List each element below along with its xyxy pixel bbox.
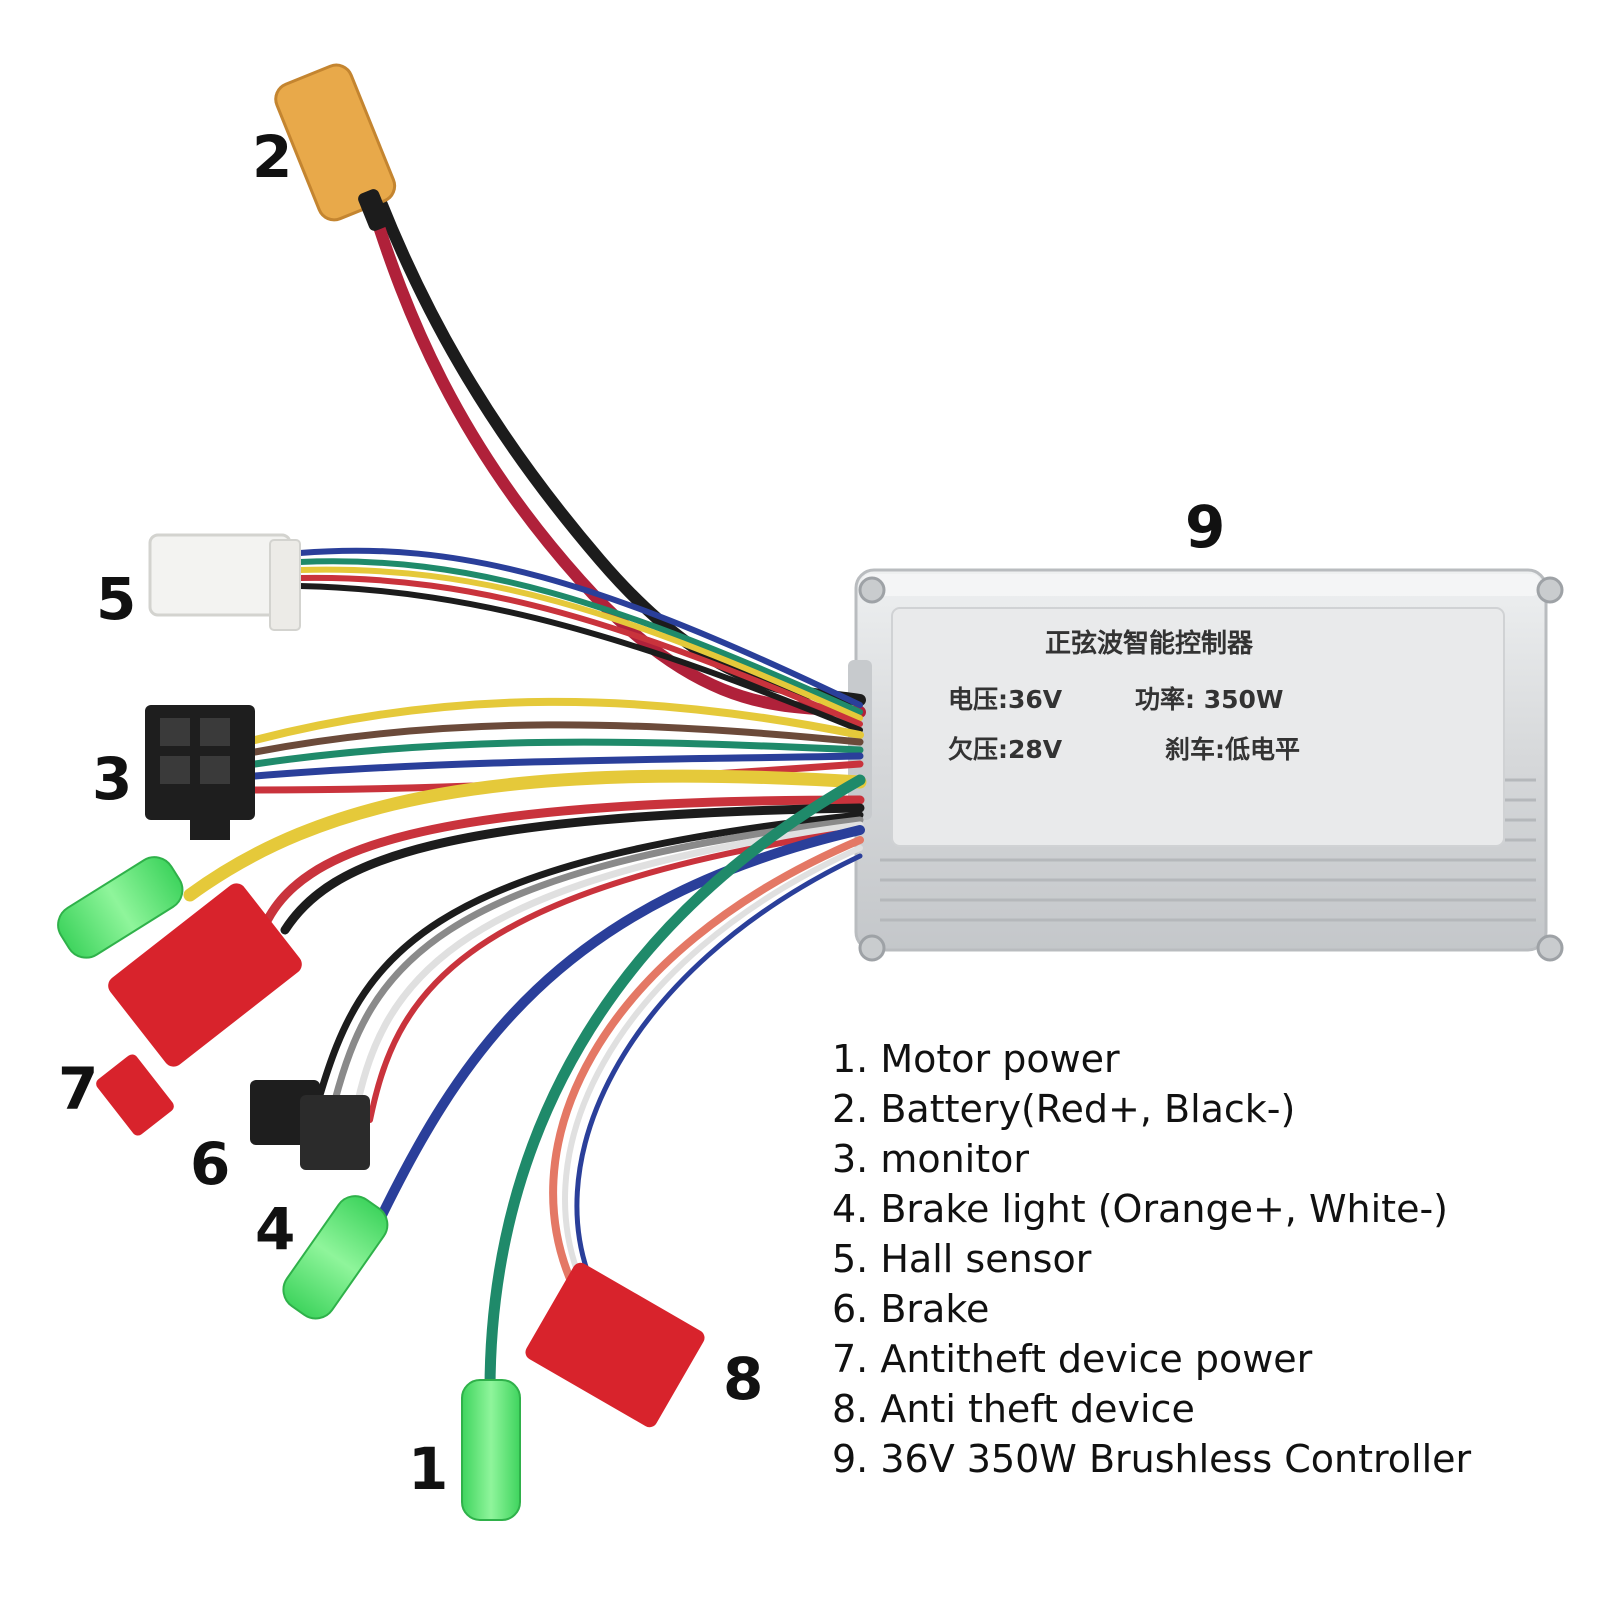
legend-item-2: 2. Battery(Red+, Black-) [832,1087,1296,1131]
hall-sensor-connector [148,533,301,631]
label-undervoltage: 欠压:28V [948,735,1063,764]
callout-5: 5 [96,565,137,633]
wire-harness [183,194,867,1396]
legend-item-8: 8. Anti theft device [832,1387,1195,1431]
callout-6: 6 [190,1130,231,1198]
callout-9: 9 [1185,493,1226,561]
legend-item-9: 9. 36V 350W Brushless Controller [832,1437,1472,1481]
brake-connector [250,1080,370,1170]
label-voltage: 电压:36V [948,685,1063,714]
callout-1: 1 [408,1435,449,1503]
callout-4: 4 [255,1195,296,1263]
callout-7: 7 [58,1055,99,1123]
battery-connector [274,63,397,231]
green-bullet-connector-yellow [57,856,184,959]
controller-housing [848,568,1564,962]
callout-8: 8 [723,1345,764,1413]
monitor-connector [145,705,255,840]
legend-item-1: 1. Motor power [832,1037,1120,1081]
legend-list: 1. Motor power 2. Battery(Red+, Black-) … [832,1034,1471,1484]
label-power: 功率: 350W [1135,685,1283,714]
callout-2: 2 [252,123,293,191]
legend-item-4: 4. Brake light (Orange+, White-) [832,1187,1448,1231]
green-bullet-connector-blue [282,1195,389,1320]
legend-item-5: 5. Hall sensor [832,1237,1092,1281]
label-brake: 刹车:低电平 [1165,735,1300,764]
motor-power-connector [461,1379,521,1521]
antitheft-device-connector [525,1262,705,1428]
label-title: 正弦波智能控制器 [1045,628,1254,659]
legend-item-7: 7. Antitheft device power [832,1337,1313,1381]
legend-item-6: 6. Brake [832,1287,990,1331]
callout-3: 3 [92,745,133,813]
legend-item-3: 3. monitor [832,1137,1030,1181]
antitheft-power-connector [96,883,302,1136]
